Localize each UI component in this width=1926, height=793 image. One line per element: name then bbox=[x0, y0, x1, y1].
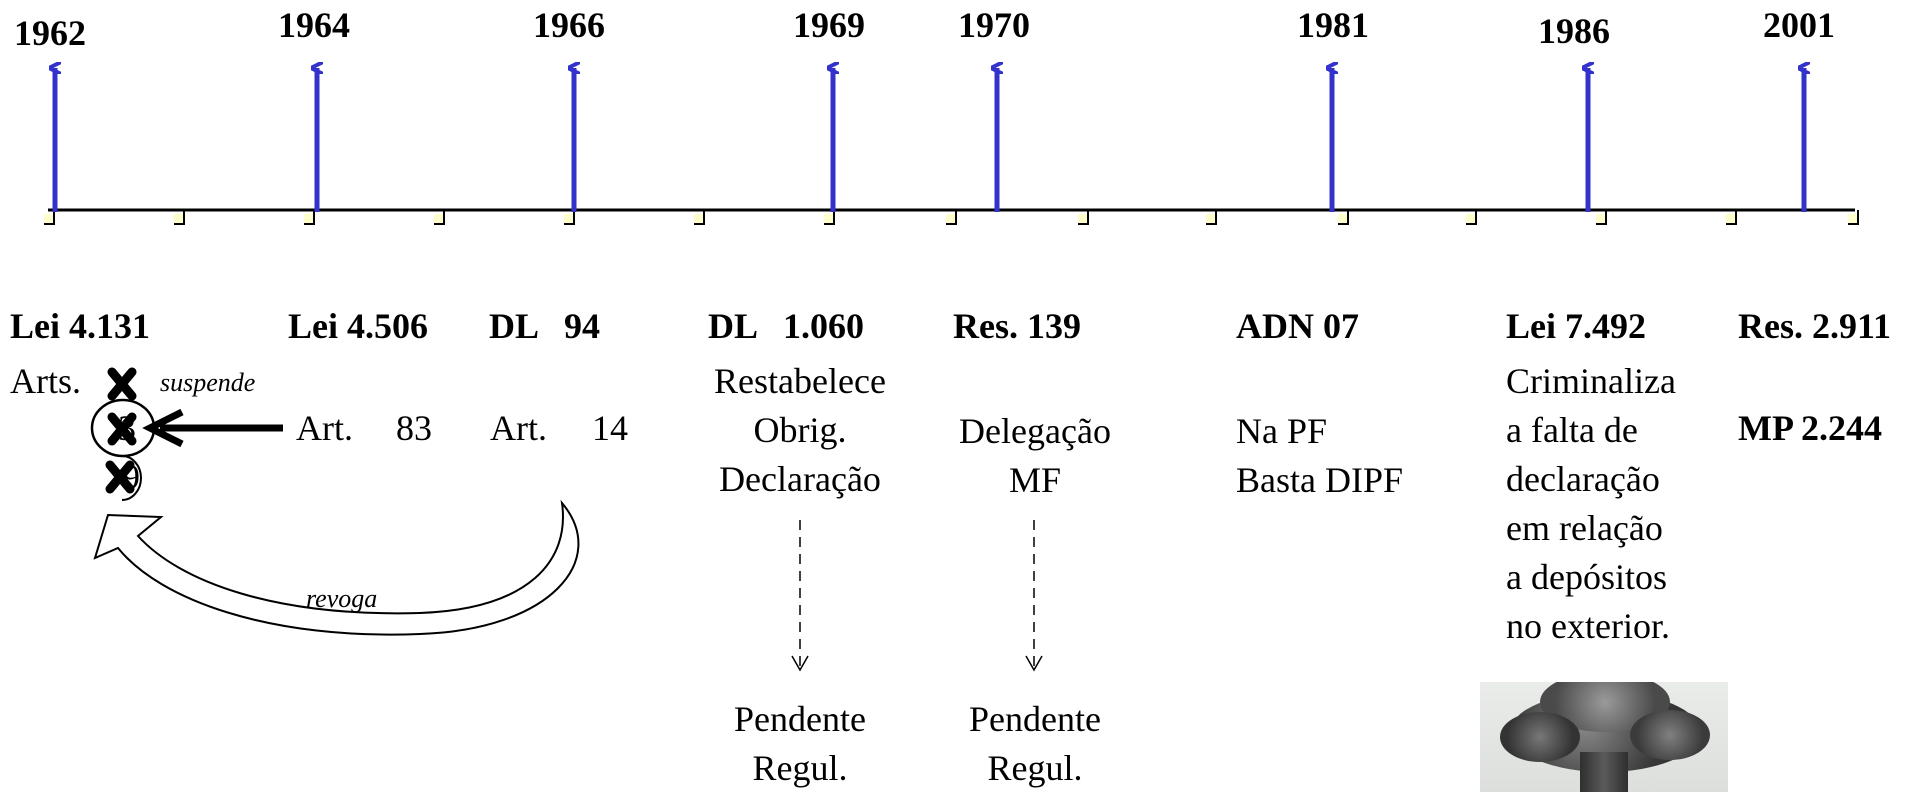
x-mark-icon bbox=[107, 367, 137, 401]
year-label-1970: 1970 bbox=[958, 5, 1030, 45]
res-2911-title: Res. 2.911 bbox=[1738, 306, 1891, 346]
pending-line: Regul. bbox=[752, 748, 848, 788]
tick bbox=[44, 210, 55, 225]
tick bbox=[304, 210, 315, 225]
tick bbox=[1596, 210, 1607, 225]
year-label-1969: 1969 bbox=[793, 5, 865, 45]
adn-07-title: ADN 07 bbox=[1236, 306, 1359, 346]
dl-94-art-label: Art. bbox=[490, 408, 547, 448]
res-139-pending: Pendente Regul. bbox=[930, 695, 1140, 793]
year-label-1962: 1962 bbox=[14, 13, 86, 53]
tick bbox=[1078, 210, 1089, 225]
tick bbox=[434, 210, 445, 225]
dl-1060-line: Obrig. bbox=[753, 410, 847, 450]
lei-7492-line: Criminaliza bbox=[1506, 361, 1676, 401]
dashed-arrow-res139 bbox=[1025, 520, 1043, 672]
year-label-1966: 1966 bbox=[533, 5, 605, 45]
tick bbox=[1338, 210, 1349, 225]
revoga-label: revoga bbox=[306, 584, 378, 613]
mushroom-cloud-image bbox=[1480, 682, 1728, 792]
lei-7492-line: no exterior. bbox=[1506, 606, 1670, 646]
lei-7492-line: a depósitos bbox=[1506, 557, 1667, 597]
pending-line: Pendente bbox=[969, 699, 1101, 739]
lei-4131-arts: Arts. bbox=[10, 361, 81, 401]
lei-7492-title: Lei 7.492 bbox=[1506, 306, 1646, 346]
lei-4506-art-label: Art. bbox=[296, 408, 353, 448]
dl-1060-description: Restabelece Obrig. Declaração bbox=[690, 357, 910, 504]
dashed-arrow-dl1060 bbox=[791, 520, 809, 672]
res-139-description: Delegação MF bbox=[930, 407, 1140, 505]
adn-07-line: Na PF bbox=[1236, 411, 1328, 451]
lei-7492-line: declaração bbox=[1506, 459, 1660, 499]
dl-94-title: DL 94 bbox=[489, 306, 601, 346]
pending-line: Regul. bbox=[987, 748, 1083, 788]
lei-7492-line: em relação bbox=[1506, 508, 1663, 548]
lei-7492-line: a falta de bbox=[1506, 410, 1638, 450]
tick bbox=[174, 210, 185, 225]
article-number-3: 3 bbox=[118, 408, 136, 448]
res-139-line: Delegação bbox=[959, 411, 1111, 451]
revoga-arrow bbox=[93, 499, 580, 636]
dl-1060-line: Declaração bbox=[719, 459, 881, 499]
adn-07-line: Basta DIPF bbox=[1236, 460, 1404, 500]
tick bbox=[1726, 210, 1737, 225]
lei-4131-title: Lei 4.131 bbox=[10, 306, 150, 346]
x-mark-icon bbox=[107, 412, 137, 446]
dl-94-art-number: 14 bbox=[592, 408, 628, 448]
year-label-1986: 1986 bbox=[1538, 11, 1610, 51]
year-label-2001: 2001 bbox=[1763, 5, 1835, 45]
dl-1060-line: Restabelece bbox=[714, 361, 886, 401]
dl-1060-pending: Pendente Regul. bbox=[690, 695, 910, 793]
tick bbox=[694, 210, 705, 225]
lei-4506-title: Lei 4.506 bbox=[288, 306, 428, 346]
tick bbox=[1206, 210, 1217, 225]
year-label-1981: 1981 bbox=[1297, 5, 1369, 45]
timeline-ticks bbox=[44, 210, 1859, 225]
mp-2244-title: MP 2.244 bbox=[1738, 408, 1882, 448]
dl-1060-title: DL 1.060 bbox=[708, 306, 865, 346]
lei-4506-art-number: 83 bbox=[396, 408, 432, 448]
adn-07-description: Na PF Basta DIPF bbox=[1236, 407, 1403, 505]
tick bbox=[824, 210, 835, 225]
x-mark-icon bbox=[105, 460, 135, 494]
suspende-arrow bbox=[142, 408, 283, 448]
res-139-title: Res. 139 bbox=[953, 306, 1081, 346]
tick bbox=[946, 210, 957, 225]
tick bbox=[1848, 210, 1859, 225]
res-139-line: MF bbox=[1008, 460, 1062, 500]
tick bbox=[564, 210, 575, 225]
circle-highlight-9 bbox=[121, 455, 142, 501]
lei-7492-description: Criminaliza a falta de declaração em rel… bbox=[1506, 357, 1676, 651]
suspende-label: suspende bbox=[160, 368, 256, 397]
tick bbox=[1466, 210, 1477, 225]
pending-line: Pendente bbox=[734, 699, 866, 739]
article-number-9: 9 bbox=[122, 457, 140, 497]
year-label-1964: 1964 bbox=[278, 5, 350, 45]
